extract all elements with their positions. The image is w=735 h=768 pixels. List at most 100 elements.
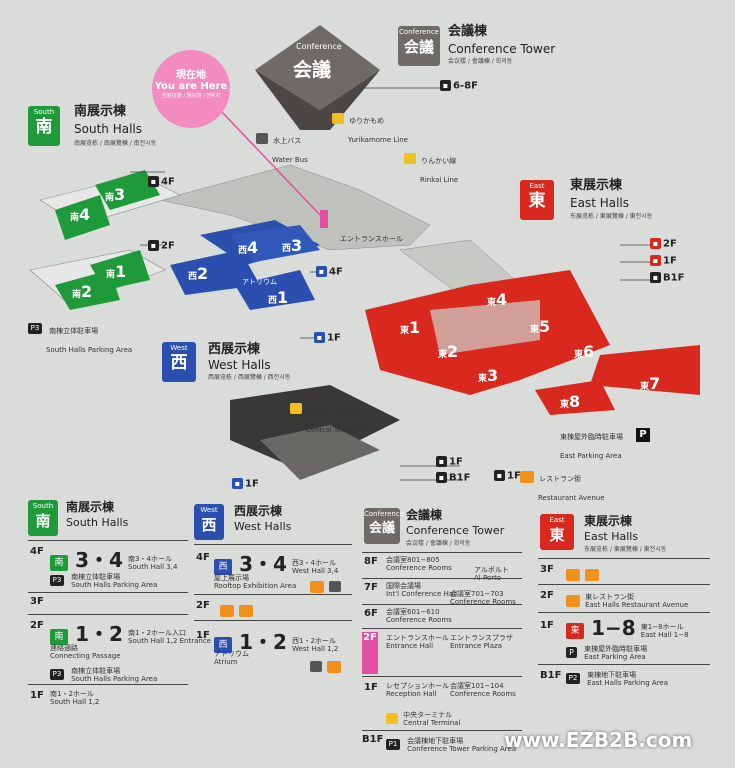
east-hall-7-block xyxy=(590,345,700,395)
parking-icon: P3 xyxy=(50,669,64,680)
east-hall-center-strip xyxy=(430,300,540,355)
dir-east-title-en: East Halls xyxy=(584,530,639,543)
floor-icon: ▪ xyxy=(650,272,661,283)
dir-conference-title-jp: 会議棟 xyxy=(406,508,443,522)
dir-south-1f: 1F xyxy=(30,690,44,701)
dir-east-3f-icons xyxy=(566,564,600,583)
floor-icon: ▪ xyxy=(232,478,243,489)
conference-tower-side xyxy=(255,70,380,130)
conference-title-en: Conference Tower xyxy=(448,42,556,56)
west-floor-4: ▪4F xyxy=(316,266,343,278)
east-hall-1-label: 東1 xyxy=(400,318,421,337)
dir-conference-sub: 会议楼 / 會議棟 / 회의동 xyxy=(406,540,471,547)
west-hall-4-label: 西4 xyxy=(238,238,259,257)
dir-west-title-jp: 西展示棟 xyxy=(234,504,283,518)
dir-conf-2f: 2F xyxy=(362,632,378,674)
restaurant-icon xyxy=(566,568,580,581)
floor-icon: ▪ xyxy=(148,240,159,251)
west-hall-1-label: 西1 xyxy=(268,288,289,307)
taxi-icon xyxy=(386,713,398,724)
south-hall-3-shape xyxy=(95,170,160,210)
parking-icon: P xyxy=(636,428,650,442)
taxi-icon xyxy=(290,403,302,414)
dir-east-2f: 2F xyxy=(540,590,554,601)
south-floor-4: ▪4F xyxy=(148,176,175,188)
west-hall-lower-right xyxy=(235,270,315,310)
south-hall-4-shape xyxy=(55,195,110,240)
dir-west-4f-icons xyxy=(310,576,342,595)
west-hall-4-3 xyxy=(230,225,320,262)
restaurant-icon xyxy=(327,660,342,673)
dir-south-title-en: South Halls xyxy=(66,516,129,529)
parking-icon: P1 xyxy=(386,739,400,750)
west-subtitle: 西展览栋 / 西展覽棟 / 西전시동 xyxy=(208,374,291,381)
south-hall-2-label: 南2 xyxy=(72,282,93,301)
lower-floor-1: ▪1F xyxy=(436,456,463,468)
floor-icon: ▪ xyxy=(650,238,661,249)
east-title-en: East Halls xyxy=(570,196,630,210)
dir-west-1f: 1F xyxy=(196,630,210,641)
dir-conference-title-en: Conference Tower xyxy=(406,524,505,537)
dir-conf-7f: 7F xyxy=(364,582,378,593)
dir-east-3f: 3F xyxy=(540,564,554,575)
dir-east-title-jp: 東展示棟 xyxy=(584,514,633,528)
dir-west-2f: 2F xyxy=(196,600,210,611)
west-atrium-label: アトリウム xyxy=(242,278,277,286)
dir-conf-6f: 6F xyxy=(364,608,378,619)
entrance-hall-label: エントランスホール xyxy=(340,235,403,243)
east-parking: 東棟屋外臨時駐車場 East Parking Area xyxy=(560,433,623,460)
parking-icon: P2 xyxy=(566,673,580,684)
east-hall-8-label: 東8 xyxy=(560,392,581,411)
conference-diamond-jp: 会議 xyxy=(293,59,332,81)
south-title-jp: 南展示棟 xyxy=(74,104,127,119)
conference-title-jp: 会議棟 xyxy=(448,24,488,39)
restaurant-icon xyxy=(520,470,534,483)
parking-icon: P3 xyxy=(50,575,64,586)
east-subtitle: 东展览栋 / 東展覽棟 / 東전시동 xyxy=(570,213,653,220)
central-terminal-block-2 xyxy=(260,425,380,480)
dir-south-4f: 4F xyxy=(30,546,44,557)
parking-icon: P3 xyxy=(28,323,42,334)
dir-west-1f-icons xyxy=(310,656,342,675)
dir-south-3f: 3F xyxy=(30,596,44,607)
south-subtitle: 南展览栋 / 南展覽棟 / 南전시동 xyxy=(74,140,157,147)
dir-east-b1f: B1F xyxy=(540,670,562,681)
restaurant-icon xyxy=(310,580,324,593)
east-hall-3-label: 東3 xyxy=(478,366,499,385)
conference-floor: ▪6-8F xyxy=(440,80,478,92)
lower-floor-b1: ▪B1F xyxy=(436,472,470,484)
south-title-en: South Halls xyxy=(74,122,142,136)
dir-conf-1f: 1F xyxy=(364,682,378,693)
south-floor-2: ▪2F xyxy=(148,240,175,252)
east-hall-8-block xyxy=(535,380,615,415)
west-hall-3-label: 西3 xyxy=(282,236,303,255)
boat-icon xyxy=(256,133,268,144)
dir-west-title-en: West Halls xyxy=(234,520,292,533)
east-floor-b1: ▪B1F xyxy=(650,272,684,284)
dir-conf-8f: 8F xyxy=(364,556,378,567)
west-hall-lower-left xyxy=(170,250,260,295)
dir-west-2f-icons xyxy=(220,600,254,619)
east-floor-2: ▪2F xyxy=(650,238,677,250)
smoking-icon xyxy=(310,661,322,672)
